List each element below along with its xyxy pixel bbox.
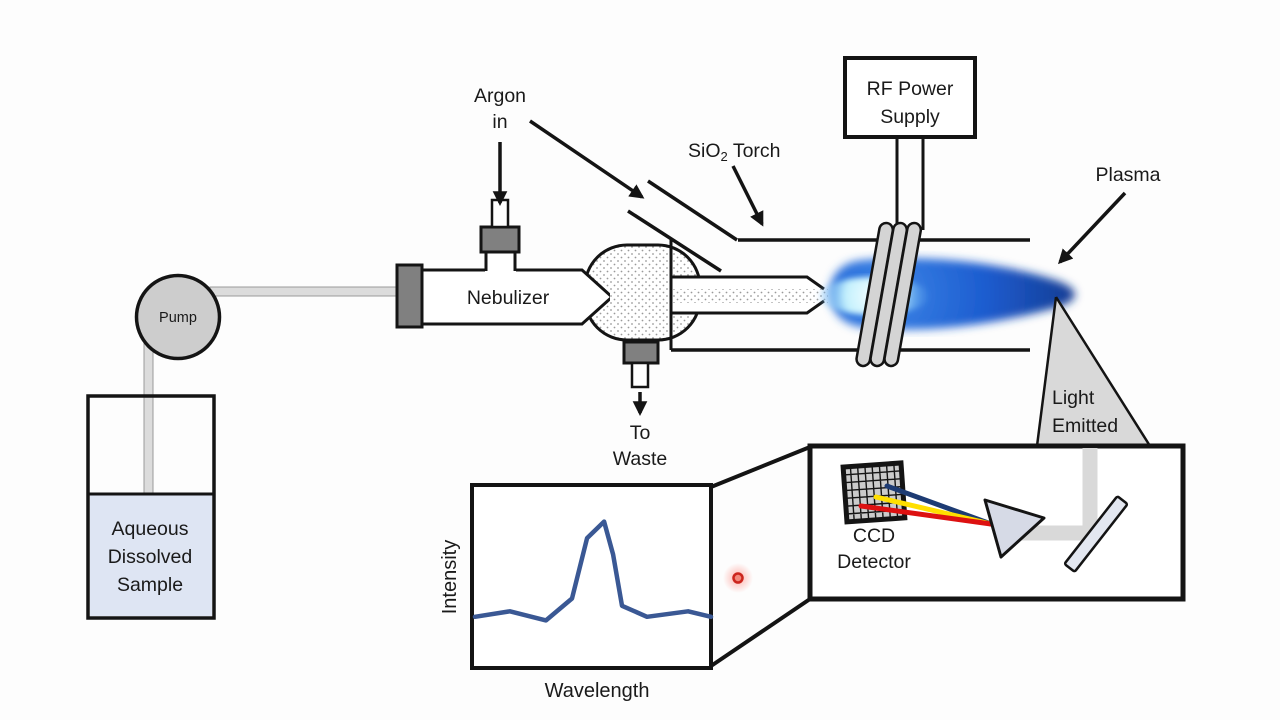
- injector-tube-outline: [672, 275, 825, 315]
- argon-label-line2: in: [492, 111, 507, 133]
- argon-label-line1: Argon: [474, 85, 526, 107]
- coil-3: [883, 221, 923, 368]
- torch-label-arrow: [731, 165, 764, 227]
- torch-label: SiO2 Torch: [688, 140, 781, 164]
- argon-stem-outline: [484, 251, 517, 271]
- argon-fitting: [479, 225, 521, 254]
- perspective-edge-top: [710, 445, 811, 489]
- plasma-label: Plasma: [1095, 164, 1160, 186]
- ccd-label-line2: Detector: [837, 551, 911, 573]
- torch-label-subscript: 2: [721, 149, 728, 164]
- sample-label-line1: Aqueous: [112, 518, 189, 540]
- light-emitted-cone: [1037, 297, 1150, 446]
- spectrum-plot-frame: [470, 483, 713, 670]
- argon-arrow-to-torch: [529, 119, 645, 199]
- waste-label-line2: Waste: [613, 448, 668, 470]
- light-emitted-line1: Light: [1052, 387, 1095, 409]
- sample-liquid: [90, 494, 212, 616]
- aerosol-stream: [610, 289, 828, 303]
- torch-label-rest: Torch: [728, 140, 781, 162]
- nebulizer-cap: [395, 263, 424, 329]
- ray-red: [858, 503, 994, 527]
- rf-power-supply-box: [843, 56, 977, 139]
- ccd-label-line1: CCD: [853, 525, 895, 547]
- y-axis-label: Intensity: [439, 540, 461, 614]
- sample-label-line3: Sample: [117, 574, 183, 596]
- induction-coils: [855, 221, 923, 368]
- light-emitted-line2: Emitted: [1052, 415, 1118, 437]
- nebulizer-label: Nebulizer: [467, 287, 550, 309]
- rf-label-line1: RF Power: [867, 78, 954, 100]
- pump-to-nebulizer-tube: [209, 286, 403, 297]
- rf-label-line2: Supply: [880, 106, 940, 128]
- spectrum-line: [472, 519, 714, 623]
- mirror: [1063, 495, 1129, 573]
- light-cone-outline: [1035, 296, 1152, 447]
- laser-dot: [732, 572, 744, 584]
- waste-label-line1: To: [630, 422, 651, 444]
- argon-stem: [485, 250, 516, 272]
- prism: [983, 498, 1046, 559]
- waste-port-fitting: [622, 340, 660, 365]
- pump: [134, 273, 222, 361]
- perspective-edge-bottom: [709, 597, 812, 668]
- sample-container: [86, 394, 216, 620]
- waste-tube: [630, 361, 650, 389]
- torch-label-main: SiO: [688, 140, 721, 162]
- torch-side-arm-lower: [627, 209, 722, 273]
- x-axis-label: Wavelength: [545, 680, 650, 702]
- torch-side-arm-upper: [647, 179, 738, 242]
- pump-label: Pump: [159, 310, 197, 326]
- pump-intake-tube: [143, 337, 154, 509]
- argon-inlet-tube: [490, 198, 510, 229]
- sample-label-line2: Dissolved: [108, 546, 193, 568]
- plasma-label-arrow: [1057, 191, 1127, 265]
